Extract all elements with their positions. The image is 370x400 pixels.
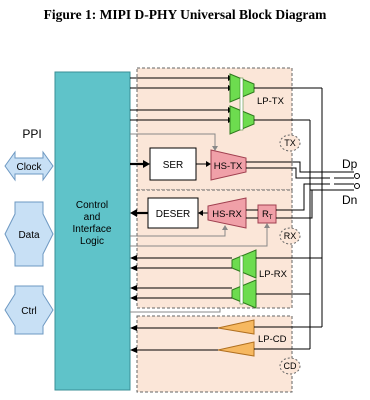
dp-pad xyxy=(354,173,360,179)
dn-pad xyxy=(354,183,360,189)
lp-tx-label: LP-TX xyxy=(257,96,285,107)
deser-block xyxy=(147,197,199,229)
cd-badge xyxy=(279,357,301,375)
dn-label: Dn xyxy=(342,193,357,207)
lp-cd-label: LP-CD xyxy=(258,334,287,345)
rx-badge xyxy=(279,227,301,245)
control-logic-line-1: Control xyxy=(76,200,108,211)
ppi-data-arrow xyxy=(4,201,54,267)
ppi-ctrl-arrow xyxy=(4,285,54,335)
cd-badge-label: CD xyxy=(284,361,297,371)
lp-rx-receiver-top xyxy=(231,249,257,279)
hs-rx-label: HS-RX xyxy=(212,209,242,220)
lp-rx-label: LP-RX xyxy=(259,269,288,280)
ppi-label: PPI xyxy=(22,127,41,141)
hs-tx-label: HS-TX xyxy=(214,161,243,172)
control-logic-block xyxy=(54,71,131,391)
rx-badge-label: RX xyxy=(284,231,297,241)
control-logic-line-2: and xyxy=(84,212,101,223)
cd-region xyxy=(136,315,293,393)
control-logic-line-3: Interface xyxy=(73,224,112,235)
figure-title: Figure 1: MIPI D-PHY Universal Block Dia… xyxy=(44,7,327,22)
ppi-clock-arrow xyxy=(4,150,54,182)
deser-label: DESER xyxy=(156,209,190,220)
tx-badge xyxy=(279,134,301,152)
hs-rx-receiver xyxy=(207,197,247,229)
ppi-data-label: Data xyxy=(18,230,40,241)
hs-tx-driver xyxy=(210,149,247,181)
rt-label: RT xyxy=(262,209,273,221)
ppi-ctrl-label: Ctrl xyxy=(21,306,37,317)
lp-rx-receiver-bottom xyxy=(231,279,257,309)
tx-badge-label: TX xyxy=(284,138,296,148)
control-logic-line-4: Logic xyxy=(80,236,104,247)
dp-label: Dp xyxy=(342,157,358,171)
ppi-clock-label: Clock xyxy=(16,162,42,173)
ser-label: SER xyxy=(163,160,184,171)
